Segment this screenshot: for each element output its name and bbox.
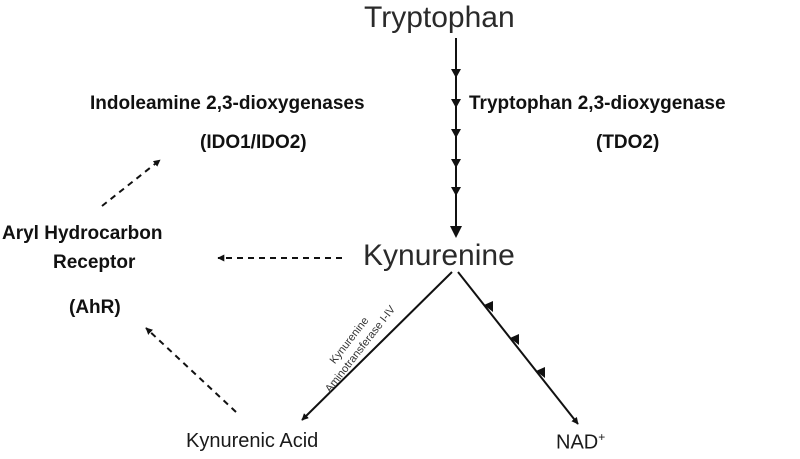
ahr-to-ido-dashed-arrow (101, 159, 161, 207)
nad-chain-tick-1 (484, 301, 493, 312)
kynurenine-to-nad-arrow (457, 271, 579, 425)
chain-tick-4 (451, 159, 461, 168)
nad-label-base: NAD (556, 431, 599, 454)
ahr-label-line1: Aryl Hydrocarbon (2, 223, 163, 244)
chain-tick-1 (451, 69, 461, 78)
nad-chain-tick-3 (536, 367, 545, 378)
tryptophan-label: Tryptophan (364, 1, 515, 34)
chain-tick-2 (451, 99, 461, 108)
nad-label-sup: + (598, 430, 606, 444)
chain-head (450, 226, 462, 238)
chain-tick-3 (451, 129, 461, 138)
tdo-enzyme-abbr: (TDO2) (596, 132, 660, 153)
tdo-enzyme-name: Tryptophan 2,3-dioxygenase (469, 93, 726, 114)
nad-chain-tick-2 (510, 334, 519, 345)
tryptophan-to-kynurenine-arrow (450, 38, 462, 238)
kynurenine-label: Kynurenine (363, 239, 515, 272)
chain-tick-5 (451, 187, 461, 196)
ido-enzyme-name: Indoleamine 2,3-dioxygenases (90, 93, 365, 114)
kynurenic-acid-label: Kynurenic Acid (186, 430, 319, 452)
ahr-label-abbr: (AhR) (69, 297, 121, 318)
ido-enzyme-abbr: (IDO1/IDO2) (200, 132, 307, 153)
nad-label: NAD+ (556, 431, 605, 453)
kynurenine-to-kynurenic-acid-arrow (301, 271, 453, 421)
ahr-label-line2: Receptor (53, 252, 136, 273)
kynurenic-acid-to-ahr-dashed-arrow (145, 327, 237, 413)
